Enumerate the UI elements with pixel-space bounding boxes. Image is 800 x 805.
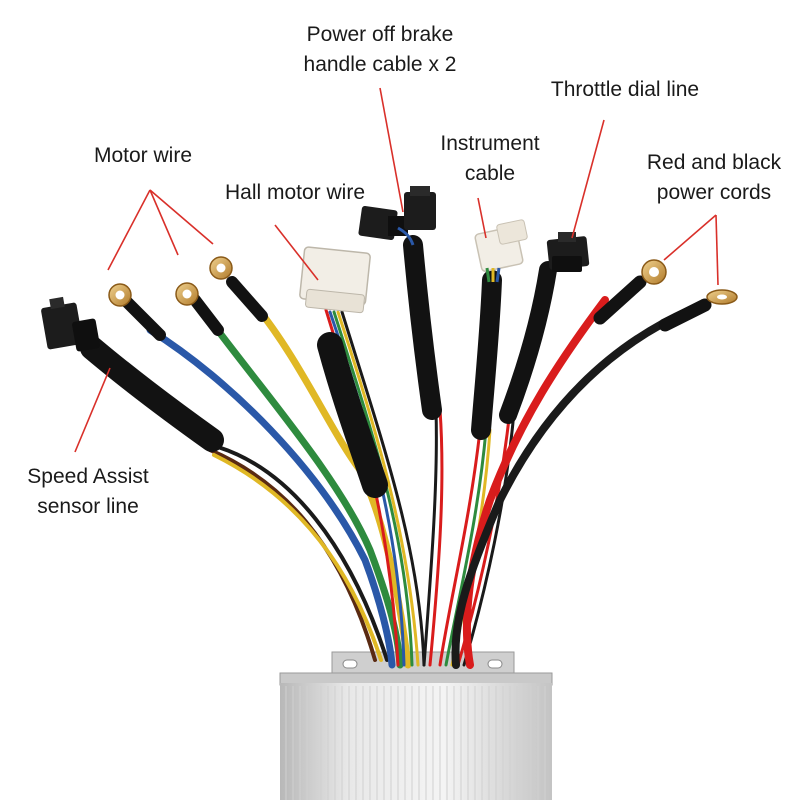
- speed-sensor-wire-brown: [208, 448, 377, 662]
- brake-cable-inner-wires: [397, 226, 415, 246]
- mount-hole-right: [487, 659, 503, 669]
- leader-speed: [74, 367, 111, 453]
- label-power-line-2: power cords: [656, 181, 772, 204]
- label-instrument-line-1: Instrument: [440, 132, 540, 155]
- leader-instrument: [477, 197, 487, 239]
- label-speed-line-1: Speed Assist: [27, 465, 149, 488]
- hall-wire-black: [340, 310, 426, 667]
- controller-housing: [280, 683, 552, 800]
- leader-power-black: [715, 214, 719, 286]
- label-speed-line-2: sensor line: [37, 495, 139, 518]
- motor-wire-blue-shrink: [119, 294, 166, 341]
- hall-wire-yellow: [336, 310, 420, 667]
- controller-body: [279, 651, 553, 800]
- instrument-wire-red: [438, 428, 482, 667]
- throttle-cable-sleeve: [499, 261, 557, 424]
- brake-connector-1: [358, 206, 408, 240]
- label-instrument-cable: Instrument cable: [425, 129, 555, 189]
- motor-wire-green-shrink: [189, 294, 224, 336]
- label-brake-line-1: Power off brake: [306, 23, 454, 46]
- instrument-wire-green: [444, 428, 488, 667]
- label-instrument-line-2: cable: [464, 162, 516, 185]
- label-speed-sensor: Speed Assist sensor line: [8, 462, 168, 522]
- power-cord-red-shrink: [593, 275, 647, 325]
- leader-motor-2: [149, 189, 179, 256]
- leader-throttle: [571, 119, 605, 239]
- ring-terminal-motor-green: [175, 282, 199, 306]
- ring-terminal-motor-yellow: [209, 256, 233, 280]
- leader-motor-1: [107, 189, 151, 271]
- brake-wire-red: [428, 408, 444, 667]
- ring-terminal-power-red: [641, 259, 667, 285]
- brake-connector-2: [404, 186, 436, 230]
- leader-power-red: [663, 214, 717, 261]
- leader-motor-3: [149, 189, 214, 245]
- leader-hall: [274, 224, 319, 281]
- motor-wire-blue: [146, 326, 396, 669]
- hall-motor-sleeve: [317, 332, 388, 498]
- hall-connector: [299, 246, 371, 314]
- speed-sensor-sleeve: [80, 336, 224, 452]
- brake-cable-sleeve-1: [403, 235, 442, 420]
- label-hall-line-1: Hall motor wire: [224, 181, 366, 204]
- speed-sensor-connector: [41, 296, 100, 352]
- ring-terminal-motor-blue: [108, 283, 132, 307]
- label-throttle-line-1: Throttle dial line: [550, 78, 700, 101]
- label-power-line-1: Red and black: [646, 151, 782, 174]
- leader-brake: [379, 87, 404, 213]
- speed-sensor-wire-yellow: [212, 453, 383, 662]
- label-hall-motor-wire: Hall motor wire: [205, 178, 385, 208]
- label-motor-wire: Motor wire: [78, 141, 208, 171]
- ring-terminal-power-black: [706, 289, 738, 305]
- heatsink-fins: [285, 686, 546, 800]
- motor-wire-green: [206, 316, 404, 669]
- label-motor-line-1: Motor wire: [93, 144, 193, 167]
- label-brake-line-2: handle cable x 2: [303, 53, 457, 76]
- power-cord-red: [462, 296, 609, 669]
- label-brake-cable: Power off brake handle cable x 2: [282, 20, 478, 80]
- label-power-cords: Red and black power cords: [632, 148, 796, 208]
- instrument-cable-sleeve: [471, 270, 502, 440]
- mount-hole-left: [342, 659, 358, 669]
- power-cord-black-shrink: [658, 298, 712, 332]
- motor-wire-yellow-shrink: [226, 276, 268, 322]
- label-throttle-line: Throttle dial line: [532, 75, 718, 105]
- instrument-connector: [474, 219, 528, 283]
- brake-wire-black: [422, 408, 438, 667]
- throttle-connector: [546, 232, 590, 272]
- speed-sensor-wire-black: [216, 445, 389, 662]
- power-cord-black: [451, 306, 694, 669]
